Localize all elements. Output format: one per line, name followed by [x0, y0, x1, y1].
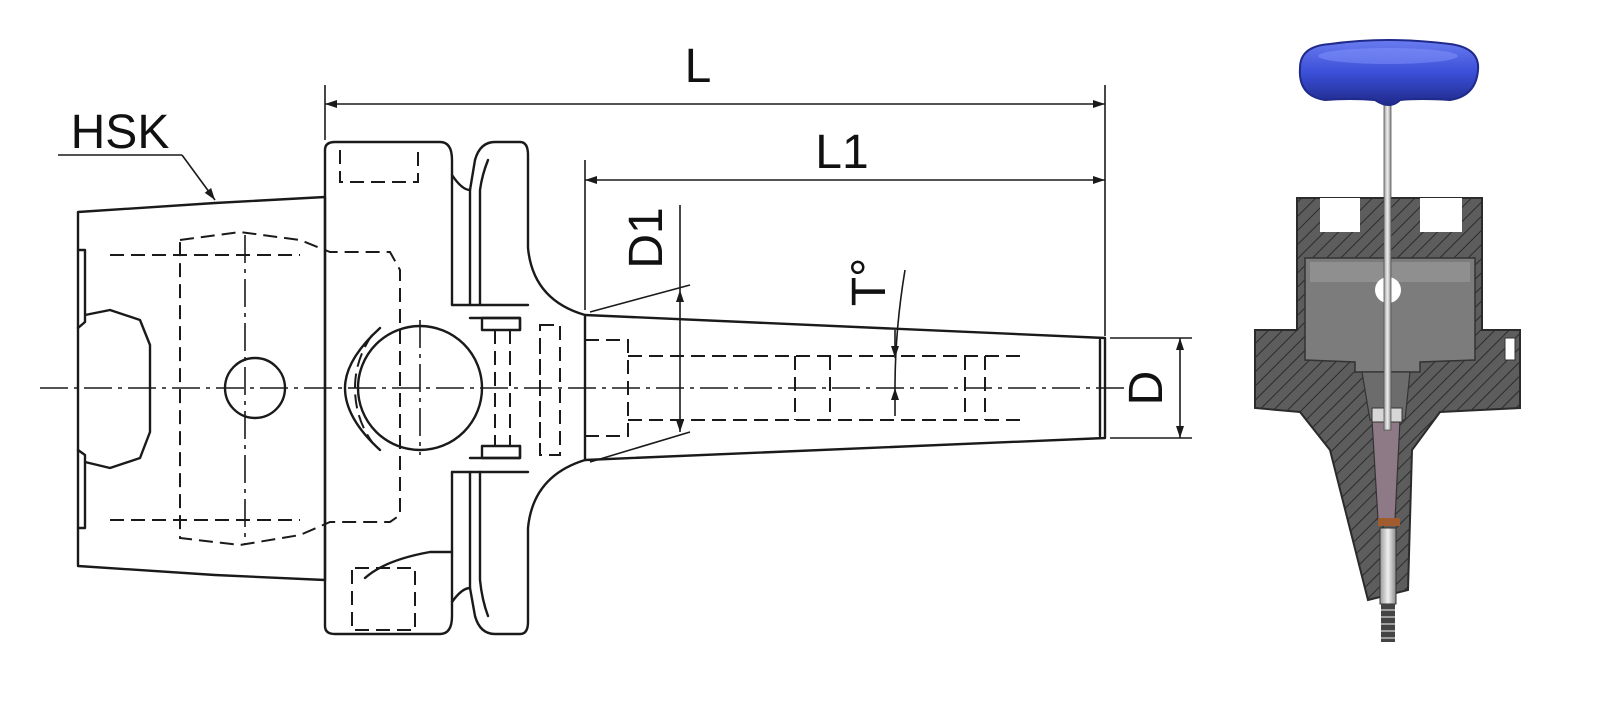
- hsk-cross-hole: [223, 356, 287, 420]
- screw-body: [1379, 527, 1397, 605]
- bore-hidden-step2: [964, 356, 986, 420]
- label-l1: L1: [815, 126, 868, 179]
- flange-groove-bottom: [450, 470, 490, 618]
- t-handle-grip: [1298, 39, 1480, 106]
- t-handle-rod: [1383, 94, 1392, 431]
- label-hsk: HSK: [71, 106, 170, 159]
- label-taper-angle: T°: [843, 258, 896, 307]
- bore-hidden-step1: [794, 356, 831, 420]
- hsk-leader: [181, 154, 216, 201]
- hsk-notch-bottom: [76, 386, 152, 530]
- hsk-notch-top: [76, 248, 152, 390]
- bore-hidden-main: [628, 355, 1020, 421]
- bore-hidden-left: [539, 324, 561, 456]
- holder-drawing: L L1 D1 T° D HSK: [40, 40, 1192, 636]
- label-d: D: [1120, 371, 1173, 406]
- flange-groove-top: [450, 158, 490, 307]
- label-d1: D1: [620, 207, 673, 268]
- label-l: L: [685, 40, 712, 93]
- flange-key-slot-bottom: [351, 567, 416, 631]
- flange-key-slot-top: [339, 150, 419, 183]
- angle-arc: [894, 269, 906, 389]
- screw-thread: [1381, 604, 1395, 642]
- taper-shaft-outline: [583, 313, 1107, 462]
- section-illustration: [1254, 39, 1521, 642]
